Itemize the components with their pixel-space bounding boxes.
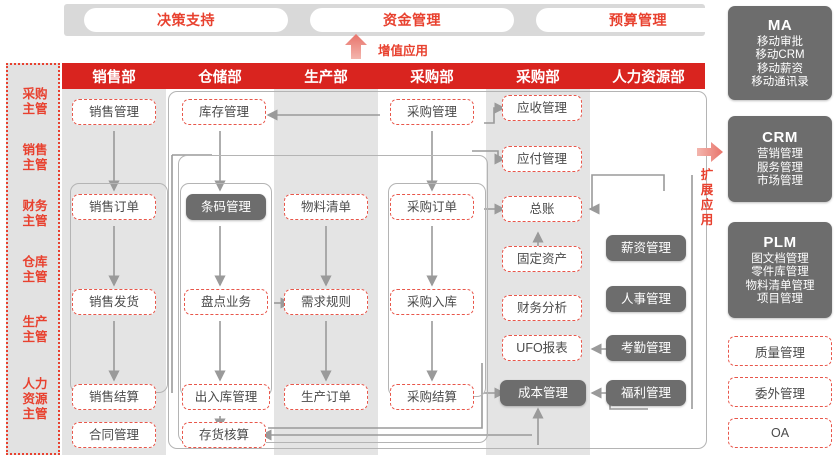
role-hr-manager[interactable]: 人力 资源 主管 — [8, 377, 62, 422]
node-benefits-management[interactable]: 福利管理 — [606, 380, 686, 406]
role-sales-manager[interactable]: 销售 主管 — [8, 143, 62, 173]
role-line: 仓库 — [22, 255, 48, 269]
role-line: 人力 — [22, 377, 48, 391]
panel-plm-item: 物料清单管理 — [745, 279, 815, 292]
role-line: 主管 — [22, 407, 48, 421]
node-payroll-management[interactable]: 薪资管理 — [606, 235, 686, 261]
role-purchasing-manager[interactable]: 采购 主管 — [8, 87, 62, 117]
panel-plm-item: 项目管理 — [757, 293, 803, 305]
tab-decision-support[interactable]: 决策支持 — [84, 8, 288, 32]
column-header-purchasing: 采购部 — [410, 69, 454, 86]
node-inventory-accounting[interactable]: 存货核算 — [182, 422, 266, 448]
panel-crm-item: 市场管理 — [757, 175, 803, 188]
role-line: 资源 — [22, 392, 48, 406]
tab-fund-management[interactable]: 资金管理 — [310, 8, 514, 32]
top-tab-strip: 决策支持 资金管理 预算管理 — [64, 4, 740, 36]
role-line: 财务 — [22, 199, 48, 213]
panel-ma-title: MA — [767, 16, 793, 34]
role-line: 主管 — [22, 270, 48, 284]
panel-ma-item: 移动薪资 — [757, 62, 803, 75]
tab-budget-management[interactable]: 预算管理 — [536, 8, 740, 32]
panel-plm-item: 零件库管理 — [751, 266, 809, 278]
role-line: 销售 — [22, 143, 48, 157]
panel-ma-item: 移动通讯录 — [751, 76, 809, 88]
node-inbound-outbound[interactable]: 出入库管理 — [182, 384, 270, 410]
node-cost-management[interactable]: 成本管理 — [500, 380, 586, 406]
role-line: 主管 — [22, 102, 48, 116]
role-line: 主管 — [22, 214, 48, 228]
node-barcode-management[interactable]: 条码管理 — [186, 194, 266, 220]
node-fixed-assets[interactable]: 固定资产 — [502, 246, 582, 272]
node-purchase-receipt[interactable]: 采购入库 — [390, 289, 474, 315]
node-ufo-report[interactable]: UFO报表 — [502, 335, 582, 361]
expansion-right-arrow-icon — [697, 142, 723, 162]
node-receivable-management[interactable]: 应收管理 — [502, 95, 582, 121]
node-inventory-management[interactable]: 库存管理 — [182, 99, 266, 125]
role-rail: 采购 主管 销售 主管 财务 主管 仓库 主管 生产 主管 人力 资源 主管 — [6, 63, 60, 455]
column-header-warehouse: 仓储部 — [198, 69, 242, 86]
node-demand-rules[interactable]: 需求规则 — [284, 289, 368, 315]
node-sales-settlement[interactable]: 销售结算 — [72, 384, 156, 410]
box-oa[interactable]: OA — [728, 418, 832, 448]
node-bill-of-materials[interactable]: 物料清单 — [284, 194, 368, 220]
node-purchase-management[interactable]: 采购管理 — [390, 99, 474, 125]
node-personnel-management[interactable]: 人事管理 — [606, 286, 686, 312]
expansion-label: 扩展应用 — [700, 168, 714, 227]
group-supply-chain — [178, 155, 488, 443]
node-financial-analysis[interactable]: 财务分析 — [502, 295, 582, 321]
role-line: 采购 — [22, 87, 48, 101]
role-finance-manager[interactable]: 财务 主管 — [8, 199, 62, 229]
department-header-bar: 销售部 仓储部 生产部 采购部 采购部 人力资源部 — [62, 63, 705, 89]
panel-crm-item: 服务管理 — [757, 161, 803, 174]
node-purchase-settlement[interactable]: 采购结算 — [390, 384, 474, 410]
panel-plm-title: PLM — [763, 233, 797, 251]
panel-plm[interactable]: PLM 图文档管理 零件库管理 物料清单管理 项目管理 — [728, 222, 832, 318]
value-added-label: 增值应用 — [378, 44, 429, 58]
node-purchase-order[interactable]: 采购订单 — [390, 194, 474, 220]
box-quality-management[interactable]: 质量管理 — [728, 336, 832, 366]
node-general-ledger[interactable]: 总账 — [502, 196, 582, 222]
node-sales-order[interactable]: 销售订单 — [72, 194, 156, 220]
column-header-sales: 销售部 — [92, 69, 136, 86]
role-production-manager[interactable]: 生产 主管 — [8, 315, 62, 345]
column-header-production: 生产部 — [304, 69, 348, 86]
role-line: 生产 — [22, 315, 48, 329]
value-added-up-arrow-icon — [345, 34, 367, 59]
role-line: 主管 — [22, 158, 48, 172]
group-board-outline — [168, 91, 707, 449]
panel-ma-item: 移动审批 — [757, 35, 803, 48]
box-outsourcing-management[interactable]: 委外管理 — [728, 377, 832, 407]
department-board: 销售部 仓储部 生产部 采购部 采购部 人力资源部 — [62, 63, 707, 455]
node-production-order[interactable]: 生产订单 — [284, 384, 368, 410]
panel-plm-item: 图文档管理 — [751, 252, 809, 265]
panel-crm[interactable]: CRM 营销管理 服务管理 市场管理 — [728, 116, 832, 202]
role-line: 主管 — [22, 330, 48, 344]
node-sales-delivery[interactable]: 销售发货 — [72, 289, 156, 315]
role-warehouse-manager[interactable]: 仓库 主管 — [8, 255, 62, 285]
node-stocktaking[interactable]: 盘点业务 — [184, 289, 268, 315]
node-attendance-management[interactable]: 考勤管理 — [606, 335, 686, 361]
panel-ma-item: 移动CRM — [755, 49, 805, 61]
panel-ma[interactable]: MA 移动审批 移动CRM 移动薪资 移动通讯录 — [728, 6, 832, 100]
panel-crm-title: CRM — [762, 129, 798, 147]
node-contract-management[interactable]: 合同管理 — [72, 422, 156, 448]
node-payable-management[interactable]: 应付管理 — [502, 146, 582, 172]
node-sales-management[interactable]: 销售管理 — [72, 99, 156, 125]
panel-crm-item: 营销管理 — [757, 148, 803, 161]
column-header-hr: 人力资源部 — [612, 69, 685, 86]
column-header-finance: 采购部 — [516, 69, 560, 86]
